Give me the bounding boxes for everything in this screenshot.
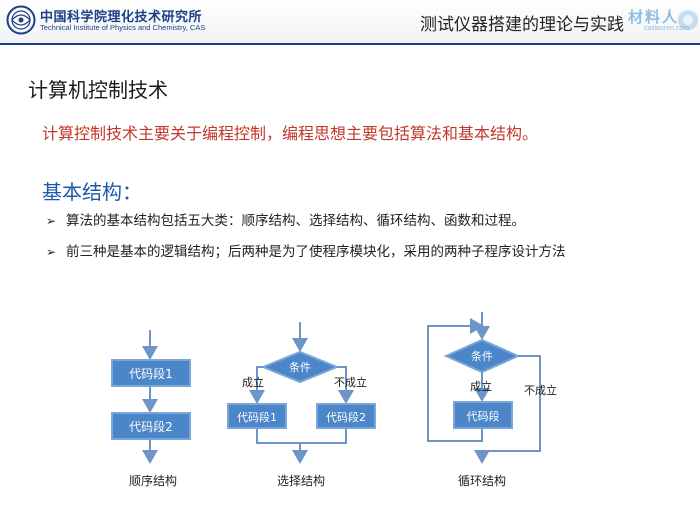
seq-block2-label: 代码段2	[129, 419, 173, 434]
slide-title: 计算机控制技术	[28, 78, 168, 102]
bullet-arrow-icon: ➢	[46, 214, 57, 228]
header-divider	[0, 43, 700, 45]
loop-false-label: 不成立	[524, 383, 557, 397]
loop-caption: 循环结构	[458, 473, 506, 488]
loop-true-label: 成立	[470, 379, 492, 393]
loop-condition-label: 条件	[471, 349, 493, 363]
watermark-text: 材料人	[628, 8, 680, 26]
loop-false-branch	[474, 355, 541, 464]
seq-block1-label: 代码段1	[129, 366, 173, 381]
watermark-logo-icon	[678, 10, 698, 30]
bullet-item: ➢ 前三种是基本的逻辑结构；后两种是为了使程序模块化，采用的两种子程序设计方法	[46, 243, 646, 262]
sequential-structure: 代码段1 代码段2 顺序结构	[111, 330, 191, 488]
bullet-text: 前三种是基本的逻辑结构；后两种是为了使程序模块化，采用的两种子程序设计方法	[66, 244, 566, 260]
institute-logo-icon	[6, 5, 36, 35]
section-title: 基本结构：	[42, 180, 142, 204]
sel-merge-left	[256, 429, 300, 444]
sel-caption: 选择结构	[277, 473, 325, 488]
sel-block2-label: 代码段2	[326, 410, 366, 424]
slide-header	[0, 0, 700, 44]
loop-block	[453, 401, 513, 429]
sel-block1	[227, 403, 287, 429]
sel-block1-label: 代码段1	[237, 410, 277, 424]
bullet-item: ➢ 算法的基本结构包括五大类：顺序结构、选择结构、循环结构、函数和过程。	[46, 212, 646, 231]
loop-structure: 条件 成立 代码段 不成立 循环结构	[427, 312, 557, 488]
sel-true-branch	[249, 366, 265, 404]
seq-block2	[111, 412, 191, 440]
sel-merge-right	[300, 429, 347, 444]
course-title: 测试仪器搭建的理论与实践	[420, 15, 624, 35]
selection-structure: 条件 成立 不成立 代码段1 代码段2 选择结构	[227, 322, 376, 488]
bullet-arrow-icon: ➢	[46, 245, 57, 259]
watermark-domain: cailiaoren.com	[644, 25, 690, 32]
sel-false-branch	[337, 366, 354, 404]
seq-caption: 顺序结构	[129, 473, 177, 488]
bullet-list: ➢ 算法的基本结构包括五大类：顺序结构、选择结构、循环结构、函数和过程。 ➢ 前…	[46, 212, 646, 274]
sel-true-label: 成立	[242, 375, 264, 389]
bullet-text: 算法的基本结构包括五大类：顺序结构、选择结构、循环结构、函数和过程。	[66, 213, 525, 229]
summary-text: 计算控制技术主要关于编程控制，编程思想主要包括算法和基本结构。	[42, 124, 539, 143]
sel-false-label: 不成立	[334, 375, 367, 389]
org-name-en: Technical Institute of Physics and Chemi…	[40, 23, 206, 32]
loop-back-path	[427, 318, 484, 442]
sel-condition-label: 条件	[289, 360, 311, 374]
seq-block1	[111, 359, 191, 387]
org-name-cn: 中国科学院理化技术研究所	[40, 10, 203, 25]
sel-block2	[316, 403, 376, 429]
loop-block-label: 代码段	[467, 409, 500, 423]
